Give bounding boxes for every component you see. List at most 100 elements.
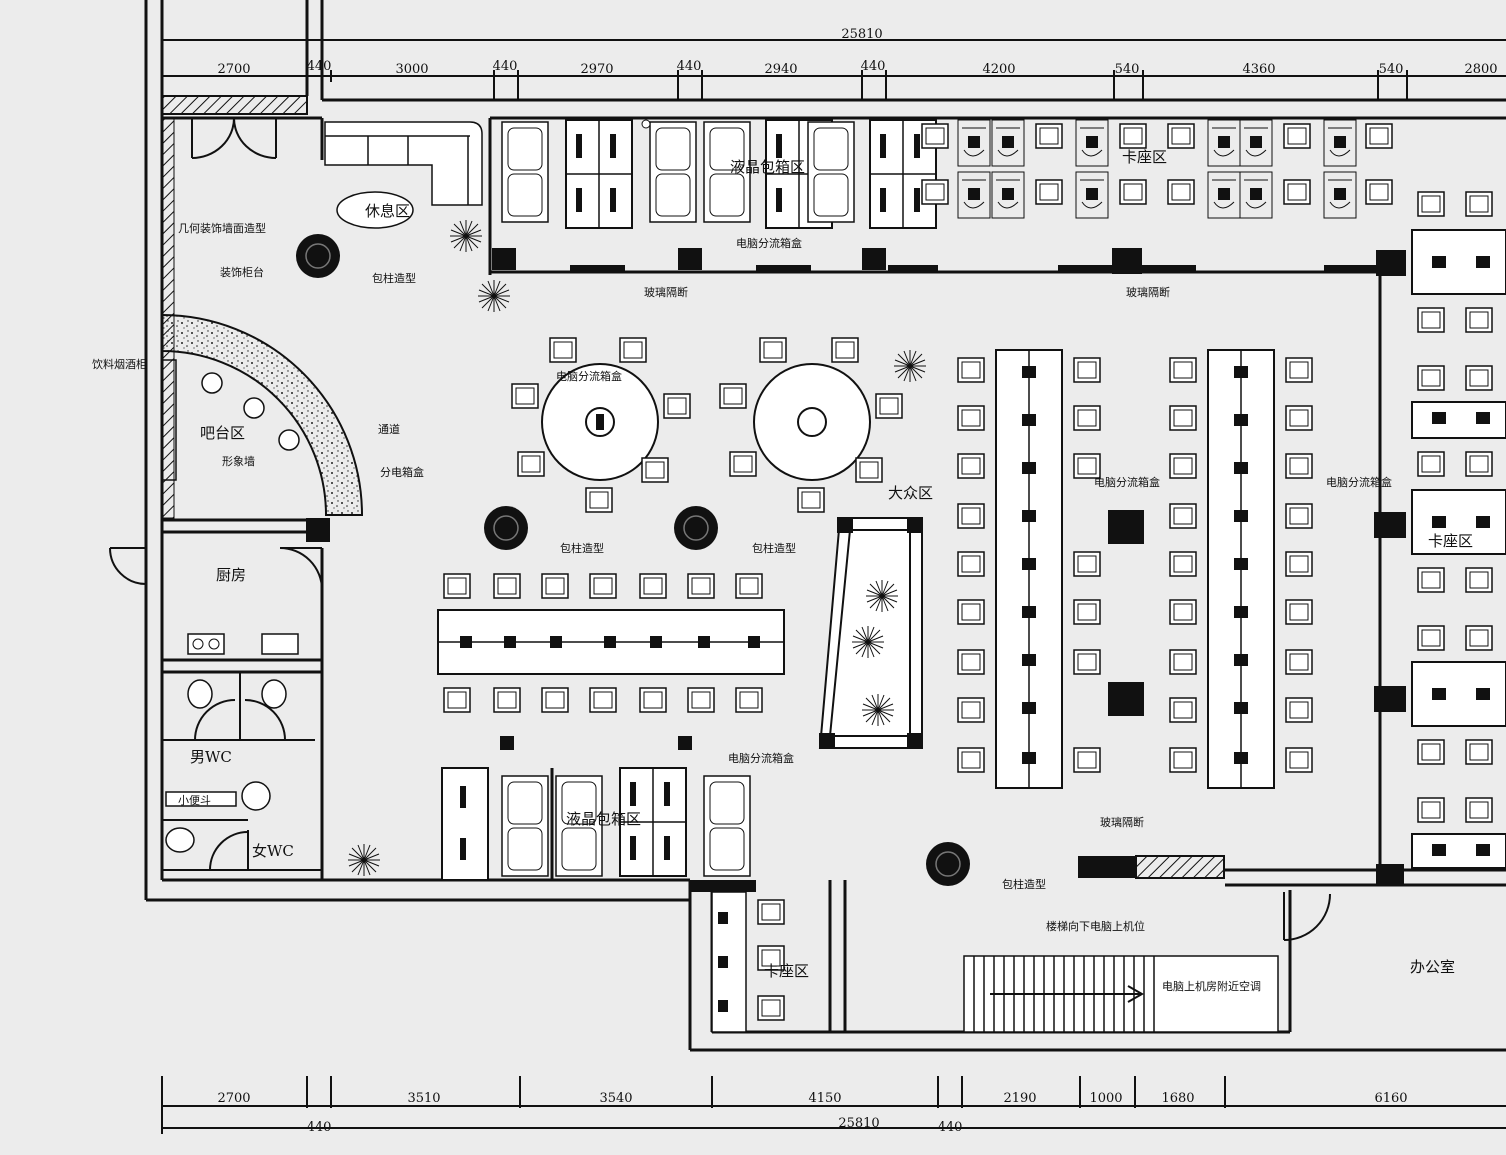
wall-hatch-top — [161, 95, 308, 115]
toilet-icon — [187, 679, 213, 709]
room-label-lcd-booth-bottom: 液晶包箱区 — [566, 810, 641, 828]
room-label-lcd-booth-top: 液晶包箱区 — [730, 158, 805, 176]
annotation-pc-socket-top: 电脑分流箱盒 — [736, 236, 802, 250]
kitchen-doors — [109, 547, 323, 591]
annotation-glass-partition-top-right: 玻璃隔断 — [1126, 285, 1170, 299]
annotation-geometric-wall: 几何装饰墙面造型 — [178, 221, 266, 235]
booth-right — [1411, 191, 1506, 869]
annotation-column-1: 包柱造型 — [560, 541, 604, 555]
toilet-icon — [165, 827, 195, 853]
room-label-mens-wc: 男WC — [190, 748, 232, 766]
column-icon — [483, 505, 529, 551]
plant-icon — [861, 693, 895, 727]
annotation-glass-partition-top: 玻璃隔断 — [644, 285, 688, 299]
urinal-icon — [165, 791, 237, 807]
dim-bottom-1: 2700 — [217, 1091, 250, 1106]
column-icon — [295, 233, 341, 279]
dim-bottom-5: 2190 — [1003, 1091, 1036, 1106]
booth-bottom — [711, 891, 785, 1033]
office-door — [1283, 892, 1331, 941]
annotation-power-box: 分电箱盒 — [380, 465, 424, 479]
urinal-label: 小便斗 — [178, 794, 211, 807]
feature-planter — [818, 517, 923, 749]
toilet-icon — [261, 679, 287, 709]
dim-top-9: 4200 — [982, 62, 1015, 77]
booth-bottom-wall — [690, 880, 756, 892]
dim-bottom-4: 4150 — [808, 1091, 841, 1106]
annotation-pc-socket-middle: 电脑分流箱盒 — [728, 751, 794, 765]
room-label-booth-top-right: 卡座区 — [1122, 148, 1167, 166]
plant-icon — [449, 219, 483, 253]
sink-icon — [261, 633, 299, 655]
bottom-dimensions — [161, 1076, 1506, 1134]
public-left-chairs — [957, 357, 985, 773]
pc-socket-icon — [500, 736, 514, 750]
dim-bottom-small-2: 440 — [938, 1120, 963, 1135]
plant-icon — [893, 349, 927, 383]
booth-top-row — [501, 119, 937, 229]
glass-partition — [1135, 855, 1225, 879]
dim-top-3: 3000 — [395, 62, 428, 77]
walls — [144, 0, 1506, 1052]
annotation-glass-partition: 玻璃隔断 — [1100, 815, 1144, 829]
dim-top-2: 440 — [307, 59, 332, 74]
annotation-deco-bar: 装饰柜台 — [220, 265, 264, 279]
room-label-booth-right: 卡座区 — [1428, 532, 1473, 550]
stairs — [963, 955, 1279, 1033]
public-right-chairs — [1285, 357, 1313, 773]
column-icon — [925, 841, 971, 887]
dim-top-6: 440 — [677, 59, 702, 74]
power-box-icon — [306, 518, 330, 542]
basin-icon — [241, 781, 271, 811]
dim-top-8: 440 — [861, 59, 886, 74]
round-table-1 — [511, 337, 691, 513]
dim-bottom-small-1: 440 — [307, 1120, 332, 1135]
bar-counter — [161, 313, 364, 516]
annotation-aisle: 通道 — [378, 422, 400, 436]
room-label-kitchen: 厨房 — [216, 566, 246, 584]
dim-bottom-8: 6160 — [1374, 1091, 1407, 1106]
pc-socket-icon — [1108, 510, 1144, 544]
room-label-office: 办公室 — [1410, 958, 1455, 976]
annotation-column-3: 包柱造型 — [1002, 877, 1046, 891]
dim-top-7: 2940 — [764, 62, 797, 77]
annotation-server-room: 电脑上机房附近空调 — [1162, 979, 1261, 993]
room-label-bar: 吧台区 — [200, 424, 245, 442]
dim-bottom-6: 1000 — [1089, 1091, 1122, 1106]
dim-bottom-2: 3510 — [407, 1091, 440, 1106]
dim-top-12: 540 — [1379, 62, 1404, 77]
room-label-public-area: 大众区 — [888, 484, 933, 502]
drink-cabinet — [161, 359, 177, 481]
plant-icon — [865, 579, 899, 613]
room-label-booth-bottom: 卡座区 — [764, 962, 809, 980]
annotation-pc-socket-right: 电脑分流箱盒 — [1326, 475, 1392, 489]
dim-bottom-3: 3540 — [599, 1091, 632, 1106]
annotation-drink-cabinet: 饮料烟酒柜 — [92, 357, 147, 371]
dim-top-1: 2700 — [217, 62, 250, 77]
dim-top-4: 440 — [493, 59, 518, 74]
dim-top-13: 2800 — [1464, 62, 1497, 77]
bar-stools — [201, 372, 300, 451]
public-pc-sets-2 — [1234, 366, 1248, 764]
room-label-lounge: 休息区 — [365, 202, 410, 220]
annotation-column-2: 包柱造型 — [752, 541, 796, 555]
room-label-womens-wc: 女WC — [252, 842, 294, 860]
booth-bottom-row — [441, 767, 751, 881]
restroom — [162, 672, 322, 871]
dim-top-11: 4360 — [1242, 62, 1275, 77]
pc-socket-icon — [1374, 686, 1406, 712]
annotation-stairs: 楼梯向下电脑上机位 — [1046, 919, 1145, 933]
entrance-door — [191, 117, 277, 159]
pc-socket-top — [492, 248, 1406, 276]
dim-top-total: 25810 — [841, 27, 882, 42]
pc-socket-icon — [678, 736, 692, 750]
dim-top-5: 2970 — [580, 62, 613, 77]
public-pc-sets-1 — [1022, 366, 1036, 764]
middle-pc-sets — [460, 636, 760, 648]
plant-icon — [477, 279, 511, 313]
annotation-pc-socket-round: 电脑分流箱盒 — [556, 369, 622, 383]
plant-icon — [347, 843, 381, 877]
lounge-sofa — [324, 121, 483, 206]
dim-top-10: 540 — [1115, 62, 1140, 77]
